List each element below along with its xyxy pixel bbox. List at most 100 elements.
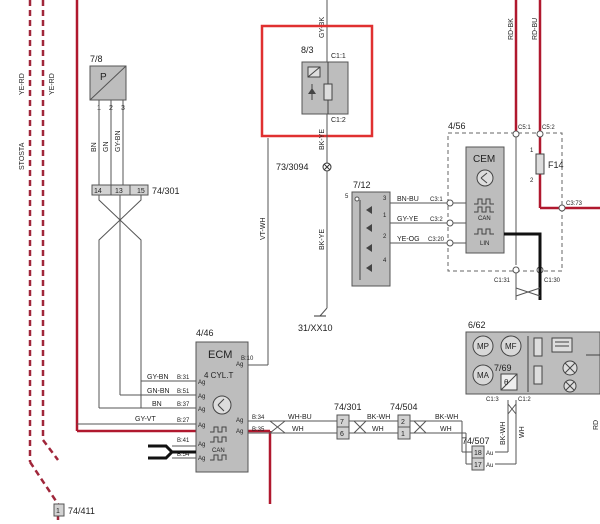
pin-label: B:27 (177, 418, 190, 424)
wire-label: GY-BN (147, 374, 169, 381)
wire-label: BN-BU (397, 196, 419, 203)
component-ref: 7/12 (353, 180, 371, 190)
wire-label: RD-BK (508, 18, 515, 40)
wire-label: YE-RD (19, 73, 26, 95)
pin-label: 15 (137, 188, 145, 195)
wire-label: GY-BN (115, 130, 122, 152)
splice-73-3094: 73/3094 (276, 162, 332, 172)
lin-label: LIN (480, 241, 489, 247)
pin-label: 2 (530, 178, 534, 184)
component-ref: 4/56 (448, 121, 466, 131)
component-ref: 7/69 (494, 363, 512, 373)
pin-label: 5 (345, 194, 349, 200)
wire-label: WH (440, 426, 452, 433)
ground-31-xx10: 31/XX10 (298, 315, 333, 333)
wire-label: BK-WH (435, 414, 458, 421)
pin-label: C1:1 (331, 53, 346, 60)
wire-label: WH (372, 426, 384, 433)
pin-label: 2 (401, 419, 405, 426)
component-ref: 31/XX10 (298, 323, 333, 333)
connector-74-301-top: 14 13 15 74/301 (91, 184, 180, 196)
motor-icon: MP (477, 342, 489, 351)
ecm-title: ECM (208, 349, 232, 361)
pin-label: 18 (474, 450, 482, 457)
connector-74-411: 1 74/411 (53, 503, 95, 517)
pin-label: 1 (56, 508, 60, 515)
power-wires (75, 0, 600, 504)
wire-label: GY-BK (319, 17, 326, 38)
pin-label: B:10 (241, 356, 254, 362)
component-7-12: 7/12 5 3 1 2 4 (345, 180, 391, 287)
ag-label: Ag (236, 362, 243, 368)
ag-label: Ag (198, 407, 205, 413)
pin-label: 6 (340, 431, 344, 438)
wire-label: WH-BU (288, 414, 312, 421)
pin-label: C3:2 (430, 217, 443, 223)
wire-label: YE-OG (397, 236, 420, 243)
pin-label: 4 (383, 258, 387, 264)
pin-label: 14 (94, 188, 102, 195)
wire-label: VT-WH (260, 217, 267, 240)
wire-label: WH (292, 426, 304, 433)
wire-label: RD-BU (532, 18, 539, 40)
pin-label: 1 (530, 148, 534, 154)
component-ref: 7/8 (90, 54, 103, 64)
connector-74-504: 74/504 2 1 (390, 402, 418, 440)
pin-label: C1:30 (544, 278, 561, 284)
connector-74-507: 74/507 18 17 Au Au (462, 436, 493, 471)
pin-label: C3:20 (428, 237, 445, 243)
pin-label: 1 (401, 431, 405, 438)
temperature-symbol: θ (504, 378, 509, 387)
au-label: Au (486, 463, 493, 469)
component-ref: 74/411 (68, 506, 95, 516)
pressure-symbol: P (100, 72, 107, 83)
pin-label: C1:3 (486, 397, 499, 403)
ag-label: Ag (236, 429, 243, 435)
pin-label: 13 (115, 188, 123, 195)
cem-title: CEM (473, 154, 495, 165)
pin-label: B:54 (177, 452, 190, 458)
wire-label: GY-VT (135, 416, 156, 423)
component-ecm-4-46: 4/46 ECM 4 CYL.T B:10 CAN Ag Ag Ag Ag Ag… (195, 328, 254, 473)
component-ref: F14 (548, 160, 564, 170)
can-label: CAN (478, 216, 491, 222)
component-ref: 74/301 (152, 186, 180, 196)
pin-label: B:31 (177, 375, 190, 381)
component-cem-4-56: 4/56 CEM CAN LIN C3:1 C3:2 C3:20 C5:1 C5… (428, 121, 583, 284)
au-label: Au (486, 451, 493, 457)
component-ref: 4/46 (196, 328, 214, 338)
wire-label: GN-BN (147, 388, 170, 395)
wire-label: BN (91, 142, 98, 152)
pin-label: 1 (383, 213, 387, 219)
pin-label: B:35 (252, 427, 265, 433)
pin-label: B:34 (252, 415, 265, 421)
pin-label: C1:2 (518, 397, 531, 403)
pin-label: C1:2 (331, 117, 346, 124)
wire-label: STOSTA (19, 142, 26, 170)
pin-label: C5:1 (518, 125, 531, 131)
wire-label: BN (152, 401, 162, 408)
wire-label: BK-WH (367, 414, 390, 421)
pin-label: 3 (383, 196, 387, 202)
pin-label: C5:2 (542, 125, 555, 131)
component-ref: 74/507 (462, 436, 490, 446)
pin-label: 2 (383, 234, 387, 240)
can-label: CAN (212, 448, 225, 454)
pin-label: B:51 (177, 389, 190, 395)
ecm-subtitle: 4 CYL.T (204, 371, 233, 380)
motor-icon: MA (477, 371, 490, 380)
pin-label: C3:73 (566, 201, 583, 207)
pin-label: C3:1 (430, 197, 443, 203)
motor-icon: MF (505, 342, 517, 351)
component-ref: 73/3094 (276, 162, 309, 172)
component-ref: 6/62 (468, 320, 486, 330)
pin-label: C1:31 (494, 278, 511, 284)
wire-label: BK-YE (319, 229, 326, 250)
ag-label: Ag (236, 418, 243, 424)
wire-label: YE-RD (49, 73, 56, 95)
component-ref: 74/301 (334, 402, 362, 412)
component-7-69: 7/69 θ C1:3 C1:2 (486, 363, 531, 403)
wire-label: GN (103, 142, 110, 153)
ag-label: Ag (198, 394, 205, 400)
component-6-62: 6/62 MP MF MA (465, 320, 600, 395)
